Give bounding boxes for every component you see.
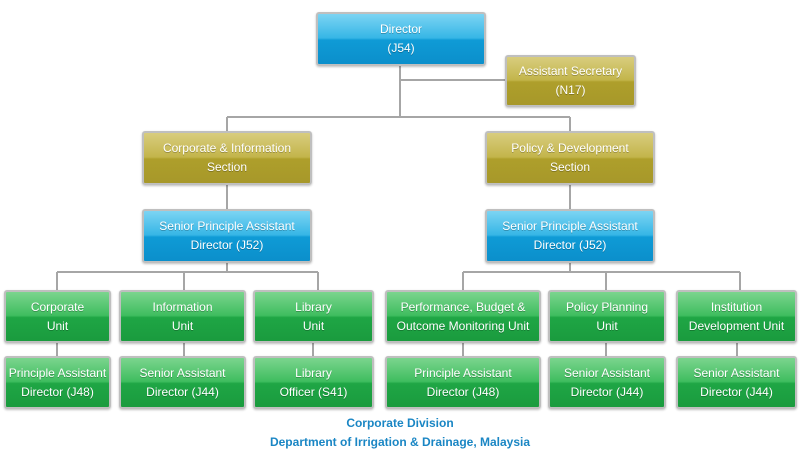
node-title: Corporate & Information [162, 141, 292, 155]
director-node: Director (J54) [316, 12, 486, 66]
node-title: Principle Assistant [414, 365, 512, 380]
node-title: Performance, Budget & [400, 299, 526, 314]
node-title: Corporate [30, 299, 85, 314]
node-grade: (N17) [555, 83, 586, 97]
node-title: Senior Principle Assistant [159, 219, 295, 233]
node-subtitle: Unit [596, 318, 618, 333]
performance-unit-head-node: Principle Assistant Director (J48) [385, 356, 541, 409]
node-title: Institution [710, 299, 763, 314]
senior-principle-assistant-director-right-node: Senior Principle Assistant Director (J52… [485, 209, 655, 263]
institution-unit-head-node: Senior Assistant Director (J44) [676, 356, 797, 409]
node-subtitle: Development Unit [688, 318, 785, 333]
policy-planning-unit-node: Policy Planning Unit [548, 290, 666, 343]
node-subtitle: Outcome Monitoring Unit [396, 318, 530, 333]
node-title: Policy & Development [511, 141, 629, 155]
node-title: Library [295, 365, 332, 380]
node-subtitle: Unit [302, 318, 325, 333]
node-title: Assistant Secretary [518, 64, 623, 78]
node-grade: (J54) [387, 41, 415, 55]
node-grade: Director (J44) [700, 384, 773, 399]
performance-budget-outcome-unit-node: Performance, Budget & Outcome Monitoring… [385, 290, 541, 343]
node-title: Principle Assistant [8, 365, 107, 380]
node-subtitle: Unit [171, 318, 194, 333]
library-unit-head-node: Library Officer (S41) [253, 356, 374, 409]
node-grade: Director (J48) [21, 384, 94, 399]
node-title: Senior Assistant [139, 365, 226, 380]
node-title: Senior Assistant [563, 365, 651, 380]
footer-division-name: Corporate Division [346, 416, 454, 430]
node-subtitle: Section [549, 160, 591, 174]
node-subtitle: Unit [46, 318, 69, 333]
node-title: Library [295, 299, 332, 314]
node-title: Senior Principle Assistant [502, 219, 638, 233]
institution-development-unit-node: Institution Development Unit [676, 290, 797, 343]
policy-planning-unit-head-node: Senior Assistant Director (J44) [548, 356, 666, 409]
assistant-secretary-node: Assistant Secretary (N17) [505, 55, 636, 107]
node-grade: Director (J48) [426, 384, 500, 399]
node-grade: Director (J52) [190, 238, 264, 252]
node-grade: Director (J44) [146, 384, 219, 399]
node-title: Senior Assistant [693, 365, 780, 380]
information-unit-node: Information Unit [119, 290, 246, 343]
node-grade: Director (J44) [570, 384, 644, 399]
node-title: Director [379, 22, 422, 36]
corporate-unit-node: Corporate Unit [4, 290, 111, 343]
corporate-unit-head-node: Principle Assistant Director (J48) [4, 356, 111, 409]
node-subtitle: Section [206, 160, 248, 174]
node-title: Policy Planning [565, 299, 649, 314]
senior-principle-assistant-director-left-node: Senior Principle Assistant Director (J52… [142, 209, 312, 263]
corporate-information-section-node: Corporate & Information Section [142, 131, 312, 185]
node-grade: Director (J52) [533, 238, 607, 252]
node-title: Information [152, 299, 213, 314]
information-unit-head-node: Senior Assistant Director (J44) [119, 356, 246, 409]
footer-department-name: Department of Irrigation & Drainage, Mal… [269, 435, 531, 449]
library-unit-node: Library Unit [253, 290, 374, 343]
node-grade: Officer (S41) [279, 384, 348, 399]
policy-development-section-node: Policy & Development Section [485, 131, 655, 185]
